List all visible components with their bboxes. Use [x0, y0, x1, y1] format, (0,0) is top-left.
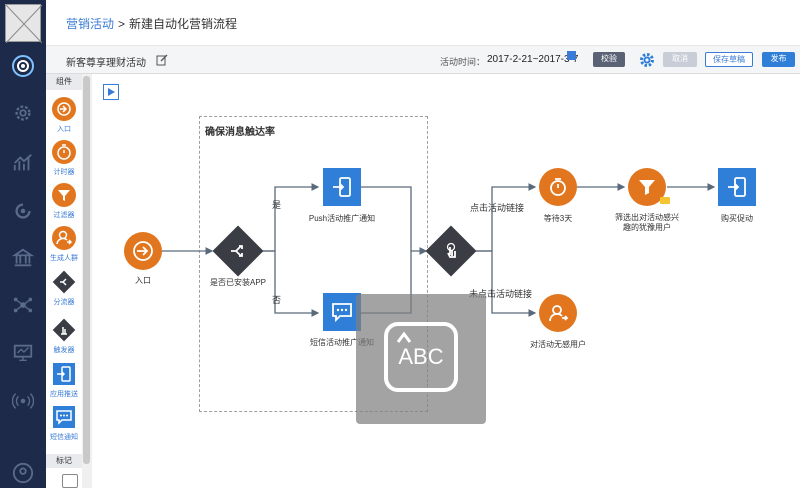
entry-node-label: 入口: [135, 276, 151, 285]
splitter-icon: [220, 233, 256, 269]
breadcrumb: 营销活动>新建自动化营销流程: [66, 15, 237, 32]
app-push-icon: [52, 362, 76, 386]
push-node-label: Push活动推广通知: [308, 214, 376, 223]
user-add-icon: [52, 226, 76, 250]
breadcrumb-current: 新建自动化营销流程: [129, 17, 238, 31]
entry-node[interactable]: [124, 232, 162, 270]
filter-node-label: 筛选出对活动感兴趣的犹豫用户: [615, 213, 679, 232]
campaign-name: 新客尊享理财活动: [66, 58, 146, 69]
group-box[interactable]: [199, 116, 428, 412]
component-filter[interactable]: 过滤器: [46, 183, 82, 220]
splitter-icon: [52, 270, 76, 294]
timer-icon: [52, 140, 76, 164]
time-label: 活动时间：: [440, 57, 486, 67]
time-value[interactable]: 2017-2-21~2017-3-7: [487, 54, 579, 65]
edit-icon[interactable]: [156, 53, 168, 66]
verify-button[interactable]: 校验: [593, 52, 625, 67]
component-label: 短信通知: [50, 434, 78, 441]
logo-placeholder: [5, 4, 43, 44]
component-splitter[interactable]: 分流器: [46, 270, 82, 307]
no-label: 否: [272, 295, 282, 305]
yes-label: 是: [272, 200, 282, 210]
rail-user-icon[interactable]: [0, 455, 46, 488]
component-entry[interactable]: 入口: [46, 97, 82, 134]
sms-icon: [52, 405, 76, 429]
tag-chip-icon: [660, 197, 670, 204]
app-check-label: 是否已安装APP: [209, 278, 266, 287]
wait-node-label: 等待3天: [543, 214, 573, 223]
buy-node-label: 购买促动: [721, 214, 753, 223]
rail-bank-icon[interactable]: [0, 240, 46, 276]
rail-monitor-icon[interactable]: [0, 335, 46, 371]
sms-node-label: 短信活动推广通知: [310, 338, 374, 347]
entry-icon: [52, 97, 76, 121]
calendar-icon[interactable]: [567, 51, 576, 60]
trigger-icon: [52, 318, 76, 342]
component-label: 生成人群: [50, 255, 78, 262]
cancel-button[interactable]: 取消: [663, 52, 697, 67]
keyboard-overlay-text: ABC: [398, 344, 444, 369]
play-icon[interactable]: [103, 84, 119, 100]
nav-rail: [0, 0, 46, 488]
component-sms[interactable]: 短信通知: [46, 405, 82, 442]
rail-cycle-icon[interactable]: [0, 193, 46, 229]
unaware-node[interactable]: [539, 294, 577, 332]
keyboard-icon: [384, 322, 458, 392]
not-clicked-label: 未点击活动链接: [469, 289, 533, 299]
sms-node[interactable]: [323, 293, 361, 331]
component-label: 过滤器: [53, 212, 75, 219]
panel-scrollbar[interactable]: [82, 74, 92, 488]
breadcrumb-separator: >: [118, 17, 126, 31]
breadcrumb-parent-link[interactable]: 营销活动: [66, 17, 115, 31]
scrollbar-thumb[interactable]: [83, 76, 90, 464]
component-label: 计时器: [53, 169, 75, 176]
unaware-node-label: 对活动无感用户: [530, 340, 586, 349]
marker-title: 标记: [46, 454, 82, 468]
rail-network-icon[interactable]: [0, 287, 46, 323]
gear-icon[interactable]: [638, 51, 656, 69]
publish-button[interactable]: 发布: [762, 52, 795, 67]
rail-chart-icon[interactable]: [0, 145, 46, 181]
component-app-push[interactable]: 应用推送: [46, 362, 82, 399]
rail-settings-icon[interactable]: [0, 95, 46, 131]
components-title: 组件: [46, 74, 82, 90]
component-label: 入口: [57, 126, 71, 133]
filter-icon: [52, 183, 76, 207]
push-node[interactable]: [323, 168, 361, 206]
filter-node[interactable]: [628, 168, 666, 206]
component-timer[interactable]: 计时器: [46, 140, 82, 177]
page-header: 营销活动>新建自动化营销流程: [46, 0, 800, 46]
group-title: 确保消息触达率: [205, 127, 275, 138]
rail-target-icon[interactable]: [0, 48, 46, 84]
component-label: 触发器: [53, 347, 75, 354]
save-draft-button[interactable]: 保存草稿: [705, 52, 753, 67]
hand-click-icon: [433, 233, 469, 269]
component-label: 分流器: [53, 299, 75, 306]
keyboard-overlay: ABC: [356, 294, 486, 424]
wait-node[interactable]: [539, 168, 577, 206]
rail-broadcast-icon[interactable]: [0, 383, 46, 419]
component-trigger[interactable]: 触发器: [46, 318, 82, 355]
clicked-label: 点击活动链接: [470, 203, 525, 213]
buy-node[interactable]: [718, 168, 756, 206]
campaign-toolbar: 新客尊享理财活动 活动时间： 2017-2-21~2017-3-7 校验 取消 …: [46, 46, 800, 74]
component-generate-audience[interactable]: 生成人群: [46, 226, 82, 263]
component-label: 应用推送: [50, 391, 78, 398]
